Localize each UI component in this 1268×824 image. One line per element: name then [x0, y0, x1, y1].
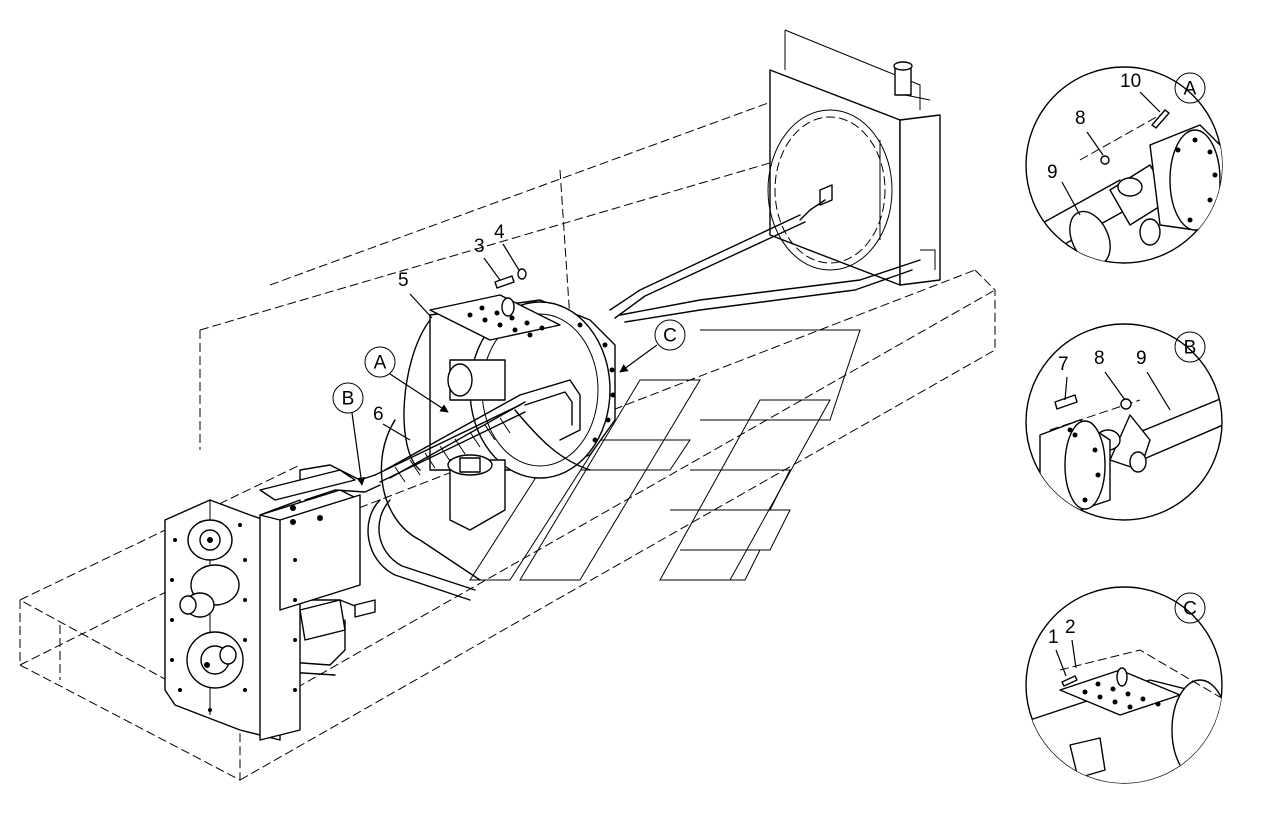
cover-bolts: [467, 305, 545, 338]
part-number-9-b: 9: [1136, 348, 1147, 369]
callout-b-label: B: [342, 389, 355, 410]
radiator-hoses: [609, 214, 921, 323]
part-number-6: 6: [373, 404, 384, 425]
callout-b-circle: [332, 382, 364, 414]
braided-hoses: [374, 379, 591, 483]
part-number-2: 2: [1065, 617, 1076, 638]
detail-b-label: B: [1184, 338, 1197, 359]
callout-a-label: A: [374, 353, 387, 374]
radiator: [767, 29, 941, 286]
trans-pump-2: [179, 564, 240, 618]
part-number-3: 3: [474, 236, 485, 257]
trans-pump-3: [186, 631, 244, 689]
flange-bolts: [577, 322, 616, 443]
callout-c-circle: [654, 319, 686, 351]
detail-b: B 7 8 9: [1025, 323, 1223, 521]
part-number-5: 5: [398, 270, 409, 291]
part-number-8-b: 8: [1094, 348, 1105, 369]
part-number-9-a: 9: [1047, 162, 1058, 183]
trans-pump-1: [187, 519, 233, 561]
part-number-10: 10: [1120, 71, 1141, 92]
part-number-1: 1: [1048, 627, 1059, 648]
bolt-3-4: [494, 268, 527, 289]
part-number-7: 7: [1058, 354, 1069, 375]
detail-a: A 10 8 9: [1025, 66, 1223, 264]
trans-bolts: [170, 523, 297, 712]
part-number-8-a: 8: [1075, 108, 1086, 129]
mount-brackets: [469, 329, 861, 581]
callout-c-label: C: [663, 326, 677, 347]
transmission: [164, 469, 376, 741]
part-number-4: 4: [494, 222, 505, 243]
frame-rails: [19, 94, 996, 781]
detail-c: C 1 2: [1025, 586, 1223, 784]
main-callouts: A B C 3 4 5 6: [332, 222, 686, 486]
pump-drive-housing: [403, 294, 616, 531]
callout-a-circle: [364, 346, 396, 378]
detail-c-label: C: [1183, 599, 1197, 620]
detail-a-label: A: [1184, 79, 1197, 100]
